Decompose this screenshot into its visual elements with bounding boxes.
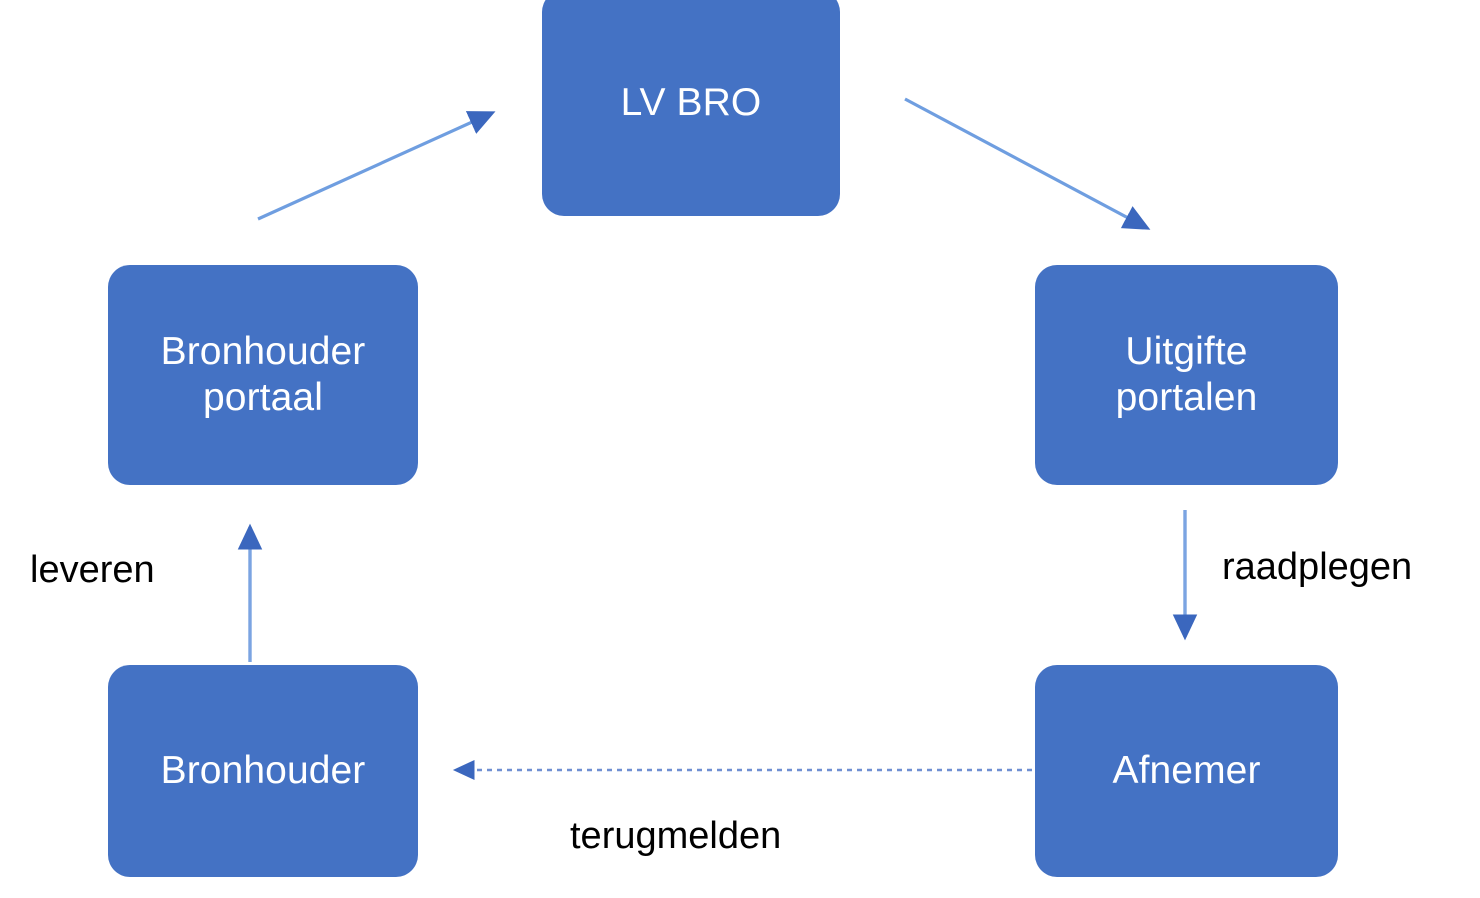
node-bronhouder[interactable]: Bronhouder xyxy=(108,665,418,877)
node-uitgifte-portalen[interactable]: Uitgifte portalen xyxy=(1035,265,1338,485)
edge-bronhouder-portaal-to-lv-bro xyxy=(257,111,496,221)
node-uitgifte-portalen-label: Uitgifte portalen xyxy=(1115,329,1258,419)
node-bronhouder-label: Bronhouder xyxy=(160,748,366,792)
edge-lv-bro-to-uitgifte-portalen xyxy=(904,97,1151,230)
node-afnemer[interactable]: Afnemer xyxy=(1035,665,1338,877)
edge-label-leveren: leveren xyxy=(30,549,155,591)
node-bronhouder-portaal-label: Bronhouder portaal xyxy=(160,329,366,419)
node-bronhouder-portaal[interactable]: Bronhouder portaal xyxy=(108,265,418,485)
edge-label-raadplegen: raadplegen xyxy=(1222,546,1413,588)
node-lv-bro[interactable]: LV BRO xyxy=(542,0,840,216)
edge-label-terugmelden: terugmelden xyxy=(570,815,782,857)
node-afnemer-label: Afnemer xyxy=(1112,748,1261,792)
node-lv-bro-label: LV BRO xyxy=(620,80,762,124)
